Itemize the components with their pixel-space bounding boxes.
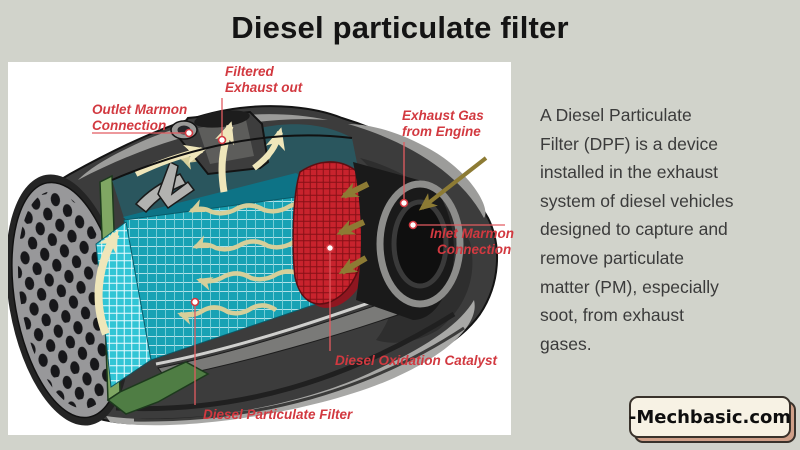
bottom-band-streak-2 [133, 326, 465, 422]
description-text: A Diesel Particulate Filter (DPF) is a d… [540, 101, 785, 358]
exhaust-in-arrows [336, 156, 488, 275]
description-line: remove particulate [540, 247, 684, 268]
label-line: Exhaust Gas [402, 108, 484, 123]
perforated-end-cap [8, 174, 131, 426]
exhaust-inlet-arrow [340, 181, 370, 199]
page-title: Diesel particulate filter [231, 10, 569, 45]
label-diesel-particulate-filter: Diesel Particulate Filter [203, 407, 353, 422]
label-exhaust-gas-from-engine: Exhaust Gas from Engine [402, 108, 484, 140]
description-line: installed in the exhaust [540, 162, 719, 183]
label-outlet-marmon-connection: Outlet Marmon Connection [92, 102, 187, 134]
exhaust-inlet-arrow [418, 156, 488, 211]
description-line: soot, from exhaust [540, 305, 684, 326]
label-line: Outlet Marmon [92, 102, 188, 117]
inlet-flange-ring [376, 180, 464, 308]
leader-dot [190, 297, 200, 307]
label-line: Exhaust out [225, 80, 303, 95]
site-badge: -Mechbasic.com [629, 396, 791, 438]
description-line: Filter (DPF) is a device [540, 133, 718, 154]
leader-dot [217, 135, 227, 145]
diagram-panel: Filtered Exhaust out Outlet Marmon Conne… [8, 62, 514, 435]
exhaust-inlet-arrow [336, 219, 366, 236]
description-line: matter (PM), especially [540, 276, 719, 297]
description-line: A Diesel Particulate [540, 105, 692, 125]
exhaust-inlet-arrow [338, 255, 368, 275]
cut-frame-wedge [106, 361, 210, 415]
bottom-band-streak-1 [115, 311, 456, 412]
leader-dot [325, 243, 335, 253]
label-line: Connection [437, 242, 512, 257]
casing-inner-top-edge [111, 134, 353, 181]
description-line: designed to capture and [540, 219, 728, 240]
leader-dot [184, 128, 194, 138]
flow-arrow [177, 303, 278, 325]
label-diesel-oxidation-catalyst: Diesel Oxidation Catalyst [335, 353, 498, 368]
casing-right-highlight [348, 124, 486, 218]
outflow-arrow [215, 121, 235, 193]
description-line: system of diesel vehicles [540, 190, 734, 211]
label-inlet-marmon-connection: Inlet Marmon Connection [430, 226, 514, 258]
outflow-arrow [252, 127, 285, 171]
label-line: from Engine [402, 124, 481, 139]
label-line: Filtered [225, 64, 274, 79]
dpf-cutaway-illustration [8, 98, 505, 426]
leader-lines [92, 98, 505, 405]
leader-dot [399, 198, 409, 208]
flow-arrow [188, 199, 318, 216]
leader-dot [408, 220, 418, 230]
strut [157, 160, 196, 210]
flow-wave-arrows [177, 151, 322, 325]
description-line: gases. [540, 333, 592, 354]
label-line: Inlet Marmon [430, 226, 515, 241]
label-line: Connection [92, 118, 167, 133]
leader-dots [184, 128, 418, 307]
flow-arrow [196, 269, 305, 291]
filter-core-cut-face [95, 221, 152, 388]
outflow-arrow [94, 229, 120, 336]
label-filtered-exhaust-out: Filtered Exhaust out [225, 64, 302, 96]
